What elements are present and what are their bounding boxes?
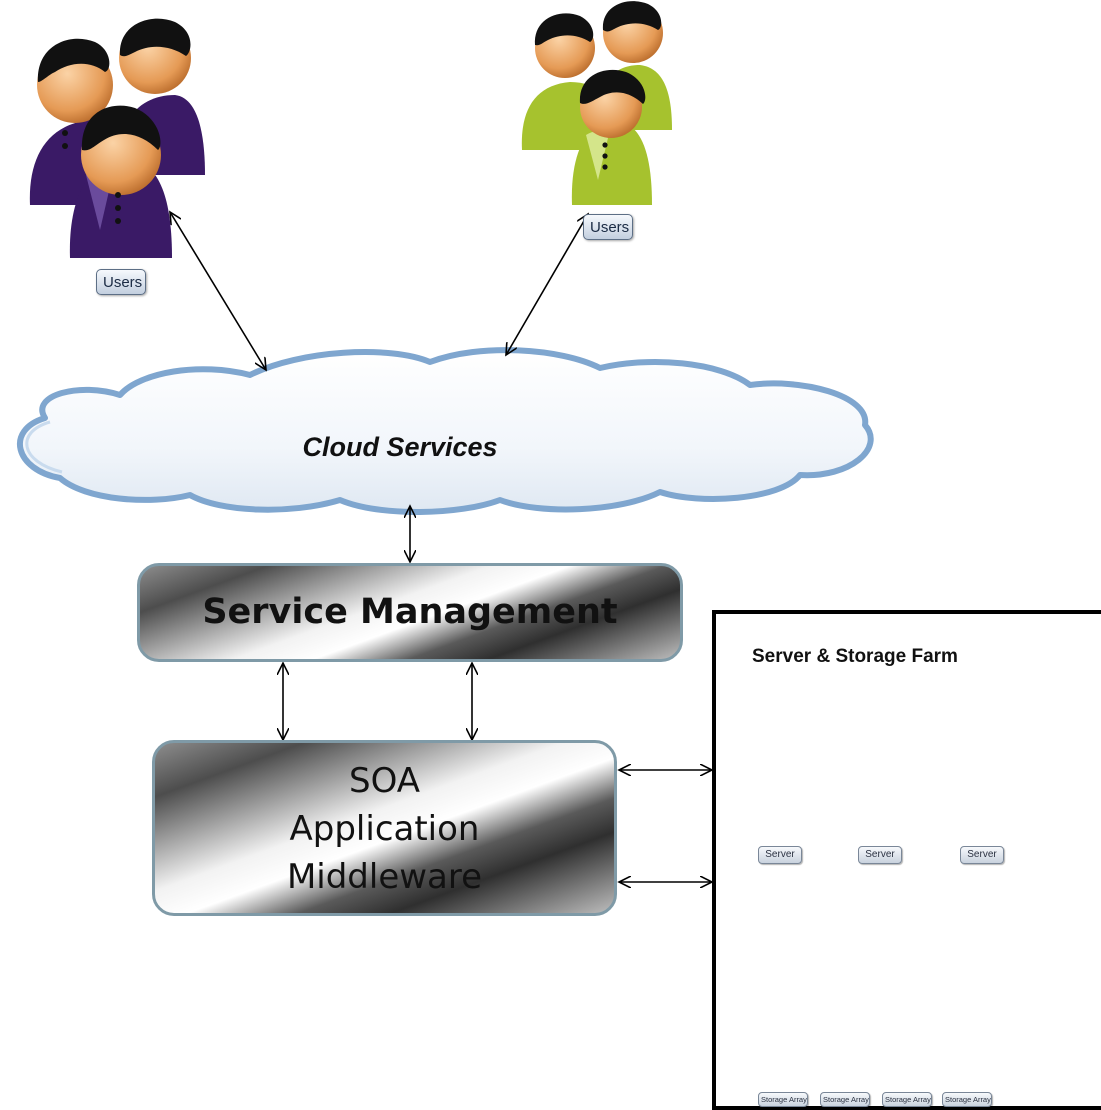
cloud-shape: [16, 347, 874, 515]
server-label-2: Server: [858, 846, 902, 864]
service-management-label: Service Management: [202, 592, 618, 632]
arrow-users-left-cloud: [170, 212, 266, 370]
farm-title: Server & Storage Farm: [752, 646, 958, 667]
storage-label-3: Storage Array: [882, 1092, 932, 1107]
soa-line-3: Middleware: [286, 857, 483, 897]
soa-line-2: Application: [289, 809, 480, 849]
server-label-3: Server: [960, 846, 1004, 864]
soa-middleware-box: SOA Application Middleware: [152, 740, 617, 916]
storage-label-2: Storage Array: [820, 1092, 870, 1107]
user-group-right-icon: [521, 1, 672, 205]
users-label-right: Users: [583, 214, 633, 240]
storage-label-4: Storage Array: [942, 1092, 992, 1107]
server-label-1: Server: [758, 846, 802, 864]
user-group-left-icon: [29, 18, 205, 258]
storage-label-1: Storage Array: [758, 1092, 808, 1107]
arrow-users-right-cloud: [506, 214, 588, 355]
cloud-services-label: Cloud Services: [302, 432, 498, 462]
soa-line-1: SOA: [348, 761, 420, 801]
service-management-box: Service Management: [137, 563, 683, 662]
users-label-left: Users: [96, 269, 146, 295]
